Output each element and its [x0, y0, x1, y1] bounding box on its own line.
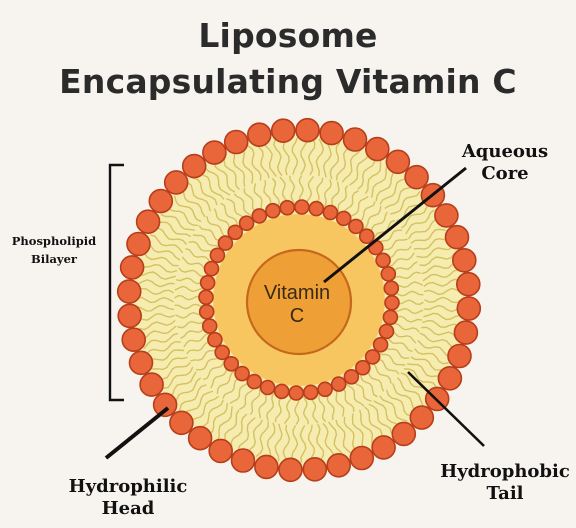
phospholipid-head: [137, 210, 160, 233]
phospholipid-head: [118, 304, 141, 327]
phospholipid-head: [410, 406, 433, 429]
phospholipid-head: [140, 373, 163, 396]
phospholipid-head: [327, 454, 350, 477]
vitamin-label-line2: C: [290, 305, 304, 327]
phospholipid-head: [275, 384, 289, 398]
core-label-line2: Core: [481, 163, 528, 184]
phospholipid-head: [381, 267, 395, 281]
phospholipid-head: [380, 324, 394, 338]
phospholipid-head: [384, 281, 398, 295]
phospholipid-head: [149, 190, 172, 213]
phospholipid-head: [304, 385, 318, 399]
phospholipid-head: [385, 296, 399, 310]
core-label-line1: Aqueous: [462, 141, 548, 162]
phospholipid-head: [240, 216, 254, 230]
phospholipid-head: [295, 200, 309, 214]
phospholipid-head: [183, 155, 206, 178]
phospholipid-head: [296, 119, 319, 142]
phospholipid-head: [248, 123, 271, 146]
phospholipid-head: [386, 150, 409, 173]
phospholipid-head: [438, 367, 461, 390]
vitamin-c-label: Vitamin C: [242, 282, 352, 328]
phospholipid-head: [210, 248, 224, 262]
phospholipid-head: [392, 422, 415, 445]
hydrophobic-tail-label: Hydrophobic Tail: [430, 461, 576, 505]
phospholipid-head: [170, 411, 193, 434]
phospholipid-head: [454, 321, 477, 344]
phospholipid-bilayer-label: Phospholipid Bilayer: [6, 233, 102, 269]
phospholipid-head: [453, 249, 476, 272]
phospholipid-head: [252, 209, 266, 223]
phospholipid-head: [350, 447, 373, 470]
phospholipid-head: [225, 131, 248, 154]
vitamin-label-line1: Vitamin: [264, 282, 330, 304]
phospholipid-head: [189, 427, 212, 450]
phospholipid-head: [376, 253, 390, 267]
phospholipid-head: [266, 204, 280, 218]
phospholipid-head: [203, 319, 217, 333]
phospholipid-head: [122, 328, 145, 351]
head-label-line2: Head: [102, 498, 155, 519]
phospholipid-head: [165, 171, 188, 194]
phospholipid-head: [205, 262, 219, 276]
phospholipid-head: [118, 280, 141, 303]
phospholipid-head: [366, 138, 389, 161]
phospholipid-head: [261, 381, 275, 395]
phospholipid-head: [344, 370, 358, 384]
phospholipid-head: [383, 310, 397, 324]
phospholipid-head: [200, 305, 214, 319]
phospholipid-head: [247, 375, 261, 389]
phospholipid-head: [372, 436, 395, 459]
phospholipid-head: [332, 377, 346, 391]
bilayer-label-line1: Phospholipid: [12, 234, 96, 248]
phospholipid-head: [374, 338, 388, 352]
tail-label-line1: Hydrophobic: [440, 461, 570, 482]
head-pointer: [106, 408, 168, 458]
hydrophilic-head-label: Hydrophilic Head: [58, 476, 198, 520]
phospholipid-head: [344, 128, 367, 151]
phospholipid-head: [405, 166, 428, 189]
phospholipid-head: [215, 345, 229, 359]
tail-label-line2: Tail: [486, 483, 523, 504]
phospholipid-head: [289, 386, 303, 400]
phospholipid-head: [208, 333, 222, 347]
phospholipid-head: [318, 382, 332, 396]
phospholipid-head: [309, 202, 323, 216]
bilayer-label-line2: Bilayer: [31, 252, 77, 266]
aqueous-core-label: Aqueous Core: [440, 141, 570, 185]
phospholipid-head: [209, 439, 232, 462]
phospholipid-head: [457, 297, 480, 320]
phospholipid-head: [201, 276, 215, 290]
phospholipid-head: [280, 201, 294, 215]
phospholipid-head: [457, 273, 480, 296]
phospholipid-head: [320, 122, 343, 145]
phospholipid-head: [199, 290, 213, 304]
phospholipid-head: [446, 226, 469, 249]
phospholipid-head: [232, 449, 255, 472]
phospholipid-head: [303, 458, 326, 481]
phospholipid-head: [121, 256, 144, 279]
phospholipid-head: [448, 345, 471, 368]
phospholipid-head: [203, 141, 226, 164]
phospholipid-head: [435, 204, 458, 227]
phospholipid-head: [127, 233, 150, 256]
phospholipid-head: [255, 455, 278, 478]
phospholipid-head: [323, 206, 337, 220]
phospholipid-head: [337, 211, 351, 225]
phospholipid-head: [130, 351, 153, 374]
phospholipid-head: [272, 119, 295, 142]
head-label-line1: Hydrophilic: [69, 476, 188, 497]
phospholipid-head: [279, 458, 302, 481]
